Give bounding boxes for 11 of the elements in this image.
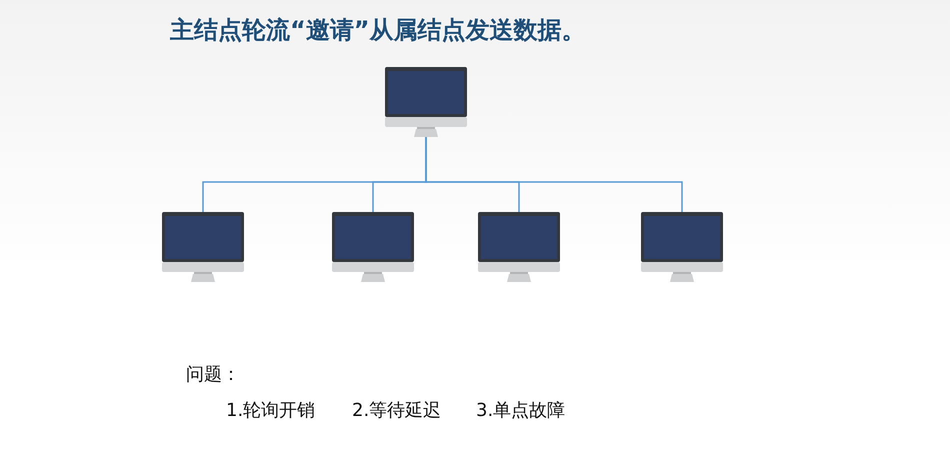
monitor-drawing (385, 67, 467, 137)
heading-text: 问题： (186, 363, 240, 386)
list-item: 2.等待延迟 (352, 399, 442, 422)
monitor-drawing (641, 212, 723, 282)
monitor-drawing (478, 212, 560, 282)
list-item: 3.单点故障 (476, 399, 566, 422)
monitor-drawing (162, 212, 244, 282)
list-item: 1.轮询开销 (226, 399, 316, 422)
connector-line (425, 137, 683, 212)
title: 主结点轮流“邀请”从属结点发送数据。 (170, 15, 586, 46)
monitor-drawing (332, 212, 414, 282)
